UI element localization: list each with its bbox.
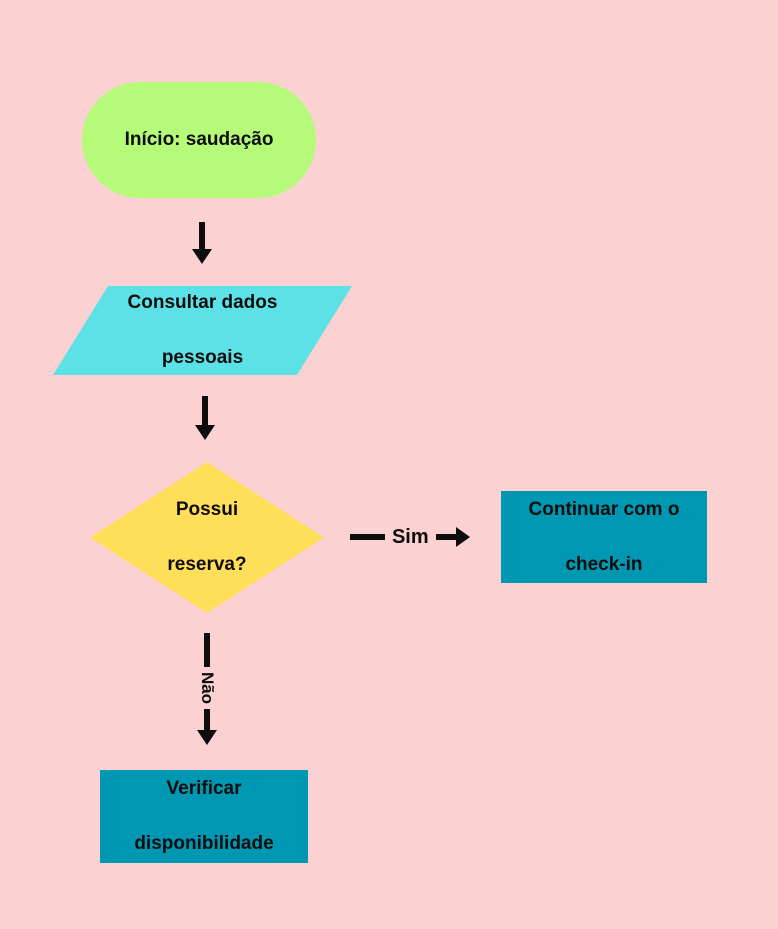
arrow-start-to-consult (192, 222, 212, 264)
arrow-shaft (204, 709, 210, 730)
arrow-shaft (199, 222, 205, 249)
node-start-terminator: Início: saudação (82, 82, 316, 198)
node-consult-parallelogram: Consultar dados pessoais (53, 286, 352, 375)
node-verify-process: Verificar disponibilidade (100, 770, 308, 863)
edge-no-label: Não (198, 671, 217, 705)
arrow-shaft (202, 396, 208, 425)
arrow-shaft (435, 534, 456, 540)
edge-yes-label: Sim (391, 525, 429, 548)
arrow-shaft (204, 633, 210, 667)
edge-no-label-box: Não (197, 667, 217, 709)
edge-no: Não (197, 633, 217, 748)
arrowhead-down-icon (195, 425, 215, 440)
decision-label-line2: reserva? (167, 554, 247, 576)
start-label: Início: saudação (124, 129, 274, 151)
checkin-label: Continuar com o check-in (529, 468, 680, 606)
decision-label: Possui reserva? (167, 469, 246, 607)
verify-label-line2: disponibilidade (134, 833, 274, 855)
arrowhead-right-icon (456, 527, 470, 547)
node-decision-diamond: Possui reserva? (90, 462, 324, 613)
arrowhead-down-icon (197, 730, 217, 745)
consult-label: Consultar dados pessoais (127, 286, 278, 375)
consult-label-line2: pessoais (161, 347, 244, 369)
arrow-shaft (350, 534, 385, 540)
verify-label-line1: Verificar (166, 778, 242, 800)
arrowhead-down-icon (192, 249, 212, 264)
decision-label-line1: Possui (175, 499, 239, 521)
consult-label-line1: Consultar dados (127, 292, 278, 314)
checkin-label-line1: Continuar com o (528, 498, 680, 520)
edge-yes: Sim (350, 521, 470, 553)
node-checkin-process: Continuar com o check-in (501, 491, 707, 583)
verify-label: Verificar disponibilidade (134, 748, 273, 886)
arrow-consult-to-decision (195, 396, 215, 440)
checkin-label-line2: check-in (565, 553, 643, 575)
